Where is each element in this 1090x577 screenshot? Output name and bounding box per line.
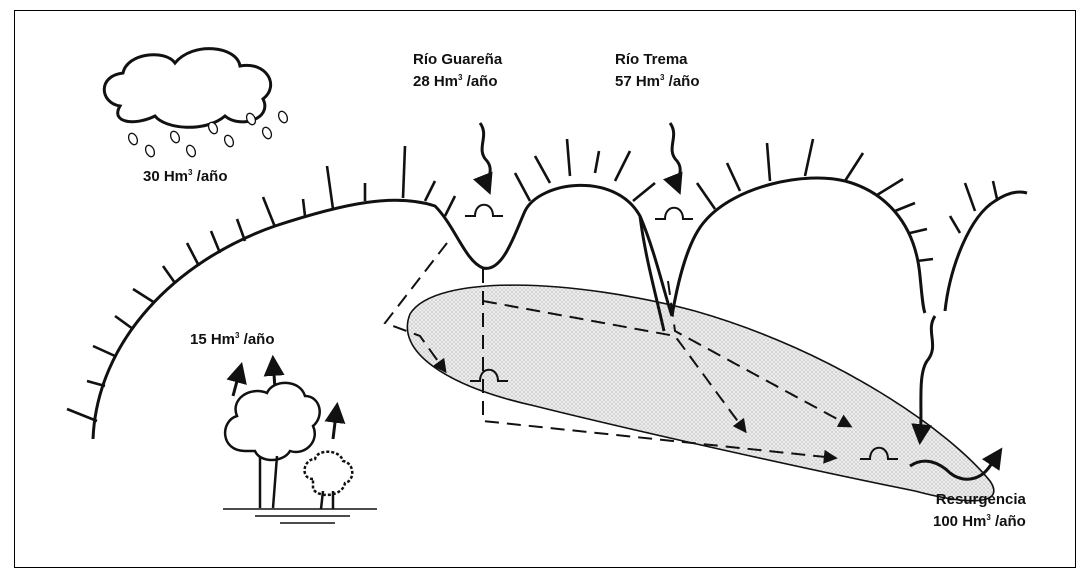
sinkhole-trema	[655, 208, 693, 219]
resurgencia-name: Resurgencia	[933, 491, 1026, 509]
aquifer-zone	[407, 285, 993, 501]
rio-guarena-label: Río Guareña 28 Hm3 /año	[413, 51, 502, 91]
rain-flow-label: 30 Hm3 /año	[143, 164, 228, 186]
resurgencia-label: Resurgencia 100 Hm3 /año	[933, 491, 1026, 531]
river-inflow-arrows	[480, 123, 680, 191]
large-tree-icon	[225, 383, 320, 460]
cloud-icon	[104, 49, 270, 128]
evapotranspiration-label: 15 Hm3 /año	[190, 327, 275, 349]
karst-diagram-svg	[15, 11, 1077, 569]
rio-guarena-name: Río Guareña	[413, 51, 502, 69]
sinkhole-guarena	[465, 205, 503, 216]
rio-trema-label: Río Trema 57 Hm3 /año	[615, 51, 700, 91]
rio-trema-name: Río Trema	[615, 51, 700, 69]
conduit-to-resurgence	[920, 316, 935, 441]
small-tree-icon	[305, 452, 353, 495]
tree-icons	[223, 383, 377, 523]
karst-hydrology-figure: 30 Hm3 /año 15 Hm3 /año Río Guareña 28 H…	[14, 10, 1076, 568]
